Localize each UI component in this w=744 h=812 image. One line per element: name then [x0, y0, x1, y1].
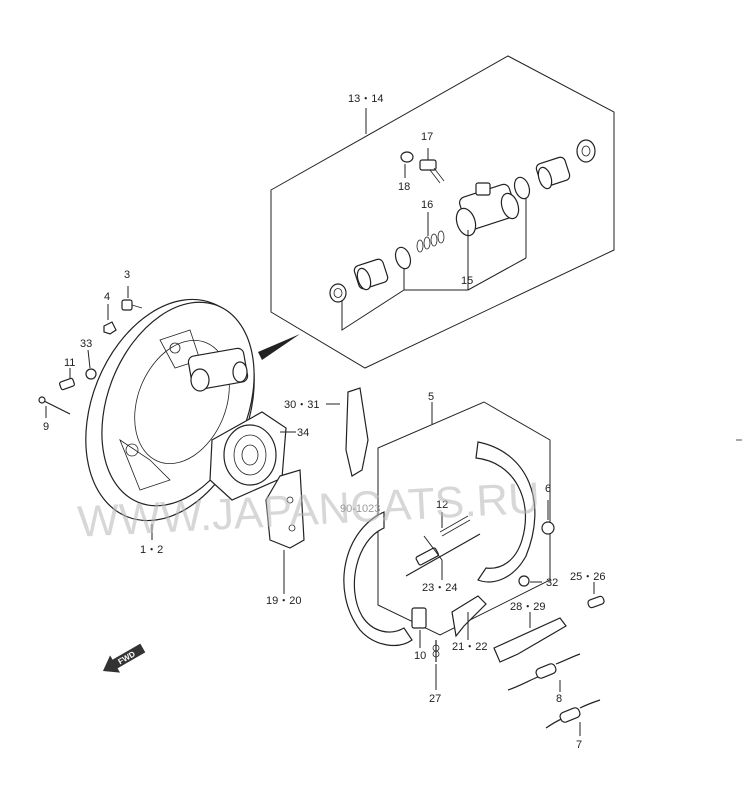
callout-3: 3: [124, 269, 130, 281]
callout-7: 7: [576, 739, 582, 751]
fwd-arrow: FWD: [102, 643, 146, 673]
cylinder-right-parts: [513, 139, 596, 200]
bolt-11: [59, 377, 75, 391]
callout-11: 11: [64, 357, 75, 369]
mounted-wheel-cylinder: [187, 347, 249, 392]
brake-shoe-box: [377, 401, 551, 636]
callout-4: 4: [104, 291, 110, 303]
watermark-small: 90-1023: [340, 503, 380, 515]
cylinder-left-parts: [329, 246, 412, 303]
callout-9: 9: [43, 421, 49, 433]
callout-8: 8: [556, 693, 562, 705]
callout-34: 34: [297, 427, 309, 439]
assembly-arrow: [258, 334, 300, 360]
callout-32: 32: [546, 577, 558, 589]
parking-lever: [345, 387, 369, 477]
bleeder-screw: [400, 151, 445, 184]
return-spring-7: [545, 699, 601, 729]
callout-21-22: 21・22: [452, 641, 487, 653]
callout-13-14: 13・14: [348, 93, 383, 105]
callout-23-24: 23・24: [422, 582, 457, 594]
callout-18: 18: [398, 181, 410, 193]
callout-16: 16: [421, 199, 433, 211]
hub-flange: [209, 411, 287, 501]
callout-1-2: 1・2: [140, 544, 163, 556]
callout-27: 27: [429, 693, 441, 705]
callout-28-29: 28・29: [510, 601, 545, 613]
callout-25-26: 25・26: [570, 571, 605, 583]
return-spring-8: [507, 653, 581, 691]
nut-4: [103, 321, 117, 335]
wheel-cylinder-body: [455, 182, 520, 237]
callout-6: 6: [545, 483, 551, 495]
anti-rattle-plate: [265, 469, 305, 549]
adjuster-strut: [405, 515, 481, 577]
callout-10: 10: [414, 650, 426, 662]
callout-30-31: 30・31: [284, 399, 319, 411]
adjuster-lever: [493, 617, 567, 663]
wheel-cylinder-kit-box: [270, 55, 615, 369]
bolt-3: [121, 299, 143, 311]
cylinder-spring: [416, 230, 445, 253]
callouts: 13・14 17 18 16 15 3 4 33 11 9 30・31 34 5…: [43, 93, 605, 751]
callout-33: 33: [80, 338, 92, 350]
pin-9: [38, 396, 71, 415]
spring-25: [587, 595, 605, 609]
washer-33: [85, 368, 97, 380]
callout-5: 5: [428, 391, 434, 403]
spring-27: [432, 640, 440, 662]
callout-15: 15: [461, 275, 473, 287]
bracket-21: [451, 595, 487, 638]
clip-10: [411, 607, 427, 629]
brake-shoe-left: [343, 511, 413, 647]
callout-12: 12: [436, 499, 448, 511]
brake-shoe-right: [475, 441, 536, 583]
callout-17: 17: [421, 131, 433, 143]
callout-19-20: 19・20: [266, 595, 301, 607]
